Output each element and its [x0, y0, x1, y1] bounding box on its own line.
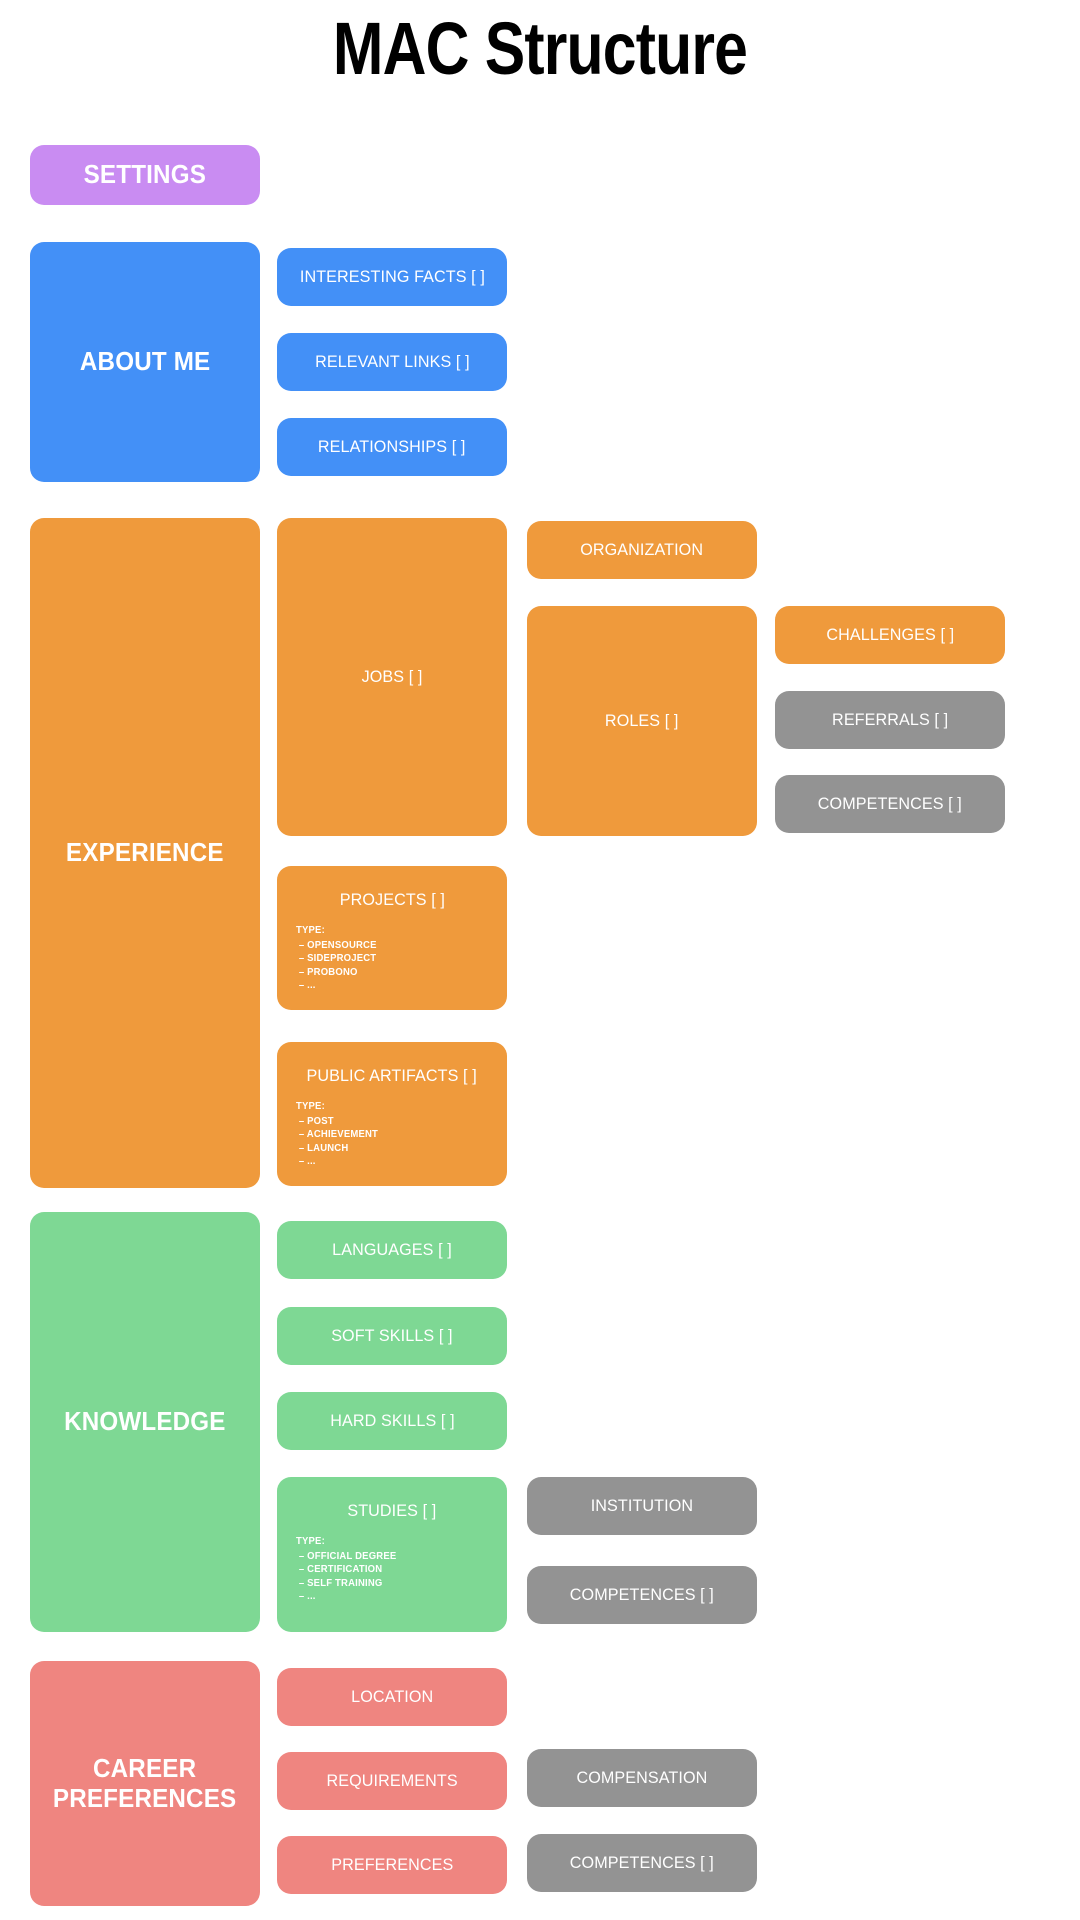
career-child-label: LOCATION	[350, 1687, 434, 1706]
public-artifacts-title: PUBLIC ARTIFACTS [ ]	[306, 1066, 478, 1085]
career-grandchild-label: COMPETENCES [ ]	[569, 1853, 715, 1872]
about-me-child-relevant-links[interactable]: RELEVANT LINKS [ ]	[277, 333, 507, 391]
career-child-preferences[interactable]: PREFERENCES	[277, 1836, 507, 1894]
projects-type-item: – PROBONO	[298, 966, 358, 978]
public-artifacts-type-item: – ACHIEVEMENT	[298, 1129, 379, 1140]
knowledge-grandchild-institution[interactable]: INSTITUTION	[527, 1477, 757, 1535]
studies-type-heading: TYPE:	[296, 1536, 325, 1547]
knowledge-child-languages[interactable]: LANGUAGES [ ]	[277, 1221, 507, 1279]
knowledge-grandchild-label: INSTITUTION	[590, 1496, 694, 1515]
experience-great-grandchild-competences[interactable]: COMPETENCES [ ]	[775, 775, 1005, 833]
career-grandchild-competences[interactable]: COMPETENCES [ ]	[527, 1834, 757, 1892]
studies-type-item: – ...	[298, 1591, 316, 1602]
studies-type-item: – OFFICIAL DEGREE	[298, 1550, 397, 1562]
projects-type-item: – ...	[298, 980, 316, 991]
career-preferences-line2: PREFERENCES	[53, 1782, 237, 1813]
experience-child-projects[interactable]: PROJECTS [ ] TYPE: – OPENSOURCE – SIDEPR…	[277, 866, 507, 1010]
projects-type-item: – SIDEPROJECT	[298, 953, 377, 964]
public-artifacts-type-heading: TYPE:	[296, 1101, 325, 1112]
experience-child-public-artifacts[interactable]: PUBLIC ARTIFACTS [ ] TYPE: – POST – ACHI…	[277, 1042, 507, 1186]
about-me-child-relationships[interactable]: RELATIONSHIPS [ ]	[277, 418, 507, 476]
experience-great-grandchild-challenges[interactable]: CHALLENGES [ ]	[775, 606, 1005, 664]
experience-great-grandchild-referrals[interactable]: REFERRALS [ ]	[775, 691, 1005, 749]
projects-type-heading: TYPE:	[296, 925, 325, 936]
public-artifacts-type-item: – LAUNCH	[298, 1142, 349, 1154]
about-me-pillar-label: ABOUT ME	[79, 346, 211, 377]
studies-title: STUDIES [ ]	[347, 1501, 437, 1520]
about-me-pillar[interactable]: ABOUT ME	[30, 242, 260, 482]
public-artifacts-type-list: TYPE: – POST – ACHIEVEMENT – LAUNCH – ..…	[296, 1100, 382, 1169]
career-child-requirements[interactable]: REQUIREMENTS	[277, 1752, 507, 1810]
settings-pillar[interactable]: SETTINGS	[30, 145, 260, 205]
knowledge-child-hard-skills[interactable]: HARD SKILLS [ ]	[277, 1392, 507, 1450]
experience-great-grandchild-label: CHALLENGES [ ]	[826, 625, 954, 644]
experience-child-label: JOBS [ ]	[361, 667, 423, 686]
knowledge-child-studies[interactable]: STUDIES [ ] TYPE: – OFFICIAL DEGREE – CE…	[277, 1477, 507, 1632]
career-child-location[interactable]: LOCATION	[277, 1668, 507, 1726]
experience-child-jobs[interactable]: JOBS [ ]	[277, 518, 507, 836]
knowledge-grandchild-competences[interactable]: COMPETENCES [ ]	[527, 1566, 757, 1624]
experience-pillar-label: EXPERIENCE	[66, 837, 224, 868]
experience-pillar[interactable]: EXPERIENCE	[30, 518, 260, 1188]
knowledge-child-label: HARD SKILLS [ ]	[329, 1411, 455, 1430]
career-grandchild-compensation[interactable]: COMPENSATION	[527, 1749, 757, 1807]
experience-great-grandchild-label: REFERRALS [ ]	[831, 710, 949, 729]
about-me-child-interesting-facts[interactable]: INTERESTING FACTS [ ]	[277, 248, 507, 306]
knowledge-child-label: SOFT SKILLS [ ]	[331, 1326, 453, 1345]
projects-type-item: – OPENSOURCE	[298, 939, 377, 951]
knowledge-child-label: LANGUAGES [ ]	[332, 1240, 452, 1259]
experience-grandchild-organization[interactable]: ORGANIZATION	[527, 521, 757, 579]
experience-grandchild-label: ROLES [ ]	[605, 711, 679, 730]
experience-grandchild-label: ORGANIZATION	[580, 540, 704, 559]
experience-great-grandchild-label: COMPETENCES [ ]	[817, 794, 963, 813]
career-child-label: PREFERENCES	[330, 1855, 454, 1874]
knowledge-grandchild-label: COMPETENCES [ ]	[569, 1585, 715, 1604]
about-me-child-label: RELATIONSHIPS [ ]	[318, 437, 466, 456]
career-grandchild-label: COMPENSATION	[576, 1768, 708, 1787]
projects-type-list: TYPE: – OPENSOURCE – SIDEPROJECT – PROBO…	[296, 924, 381, 993]
experience-grandchild-roles[interactable]: ROLES [ ]	[527, 606, 757, 836]
public-artifacts-type-item: – POST	[298, 1115, 334, 1127]
knowledge-child-soft-skills[interactable]: SOFT SKILLS [ ]	[277, 1307, 507, 1365]
about-me-child-label: RELEVANT LINKS [ ]	[314, 352, 470, 371]
career-preferences-line1: CAREER	[93, 1753, 197, 1784]
knowledge-pillar[interactable]: KNOWLEDGE	[30, 1212, 260, 1632]
settings-pillar-label: SETTINGS	[83, 159, 207, 190]
studies-type-item: – SELF TRAINING	[298, 1577, 383, 1589]
public-artifacts-type-item: – ...	[298, 1156, 316, 1167]
career-child-label: REQUIREMENTS	[326, 1771, 458, 1790]
studies-type-list: TYPE: – OFFICIAL DEGREE – CERTIFICATION …	[296, 1535, 402, 1604]
projects-title: PROJECTS [ ]	[339, 890, 445, 909]
page-title: MAC Structure	[332, 7, 748, 90]
knowledge-pillar-label: KNOWLEDGE	[64, 1406, 226, 1437]
career-preferences-pillar-label: CAREER PREFERENCES	[53, 1754, 236, 1812]
career-preferences-pillar[interactable]: CAREER PREFERENCES	[30, 1661, 260, 1906]
studies-type-item: – CERTIFICATION	[298, 1564, 383, 1575]
about-me-child-label: INTERESTING FACTS [ ]	[299, 267, 485, 286]
